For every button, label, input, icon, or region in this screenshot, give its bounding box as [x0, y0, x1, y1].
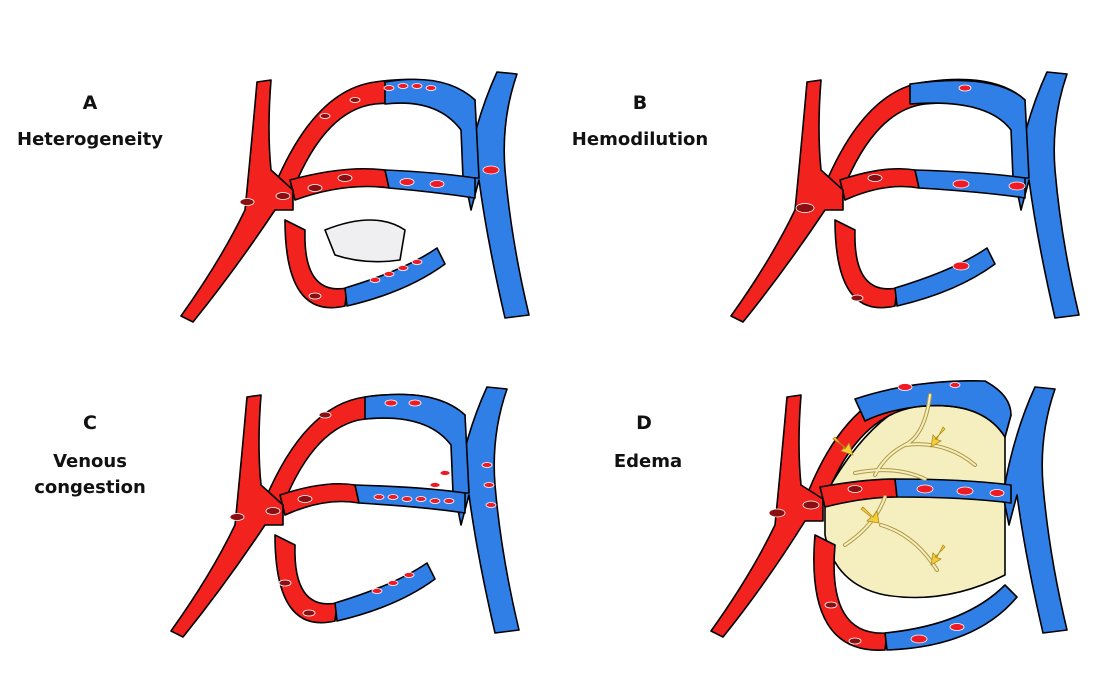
panel-a-red-cells [239, 97, 361, 300]
panel-d-letter: D [636, 412, 652, 434]
lower-loop-vessel [834, 219, 898, 309]
panel-c-diagram [170, 386, 520, 638]
panel-a-letter: A [82, 92, 98, 114]
artery-trunk [170, 394, 284, 638]
upper-loop-vein-segment [364, 393, 470, 494]
panel-b-red-cells [795, 174, 883, 302]
panel-a-diagram [180, 71, 530, 323]
panel-b-label: Hemodilution [571, 129, 709, 150]
lower-loop-vein-segment [894, 247, 996, 307]
interstitium-gap [324, 219, 406, 263]
panel-b-blue-cells [952, 84, 1026, 271]
lower-loop-vessel [274, 534, 338, 624]
artery-trunk [710, 394, 824, 638]
mid-artery-branch [839, 167, 920, 201]
fluid-leak-arrow-icons [832, 426, 946, 566]
lower-loop-vessel [284, 219, 348, 309]
panel-a-blue-cells [369, 83, 500, 283]
upper-loop-vein-segment [384, 78, 480, 179]
panel-b-diagram [730, 71, 1080, 323]
artery-trunk [730, 79, 844, 323]
vein-trunk [1002, 386, 1068, 634]
panel-d-red-cells [768, 485, 863, 645]
panel-b-letter: B [632, 92, 648, 114]
panel-d-label: Edema [613, 451, 683, 472]
panel-c-letter: C [83, 412, 97, 434]
panel-a-label: Heterogeneity [17, 129, 163, 150]
panel-c-blue-cells [371, 399, 497, 594]
artery-trunk [180, 79, 294, 323]
panel-c-label-line1: Venous [53, 451, 127, 472]
lower-loop-vein-segment [884, 584, 1018, 651]
mid-artery-branch [289, 168, 390, 201]
lower-loop-vein-segment [334, 562, 436, 622]
upper-loop-vein-segment [854, 380, 1012, 438]
panel-d-diagram [710, 380, 1068, 651]
lower-loop-vessel [813, 534, 888, 651]
panel-c-red-cells [229, 411, 332, 617]
upper-loop-vein-segment [909, 79, 1030, 179]
panel-c-label-line2: congestion [34, 477, 146, 498]
mid-vein-branch [914, 169, 1026, 199]
mid-artery-branch [279, 482, 360, 516]
panel-d-blue-cells [897, 382, 1005, 644]
